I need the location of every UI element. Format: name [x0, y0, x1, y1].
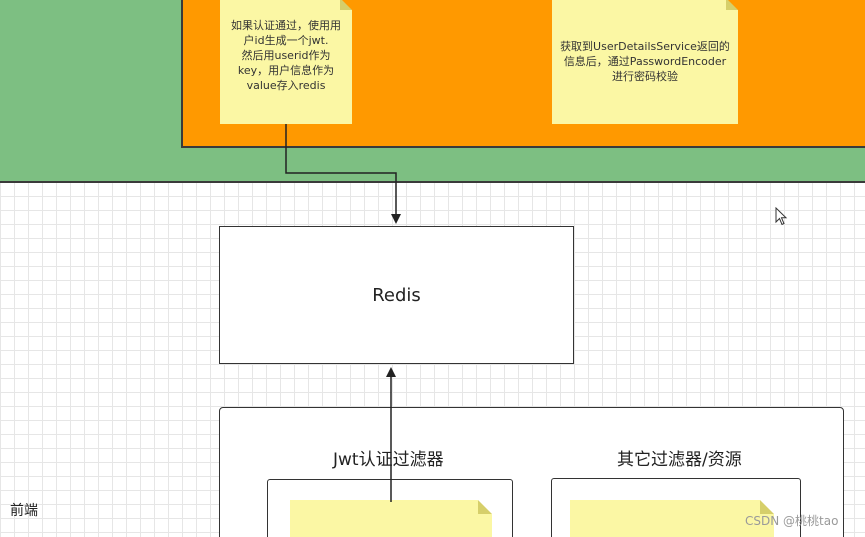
note-fold-corner — [478, 500, 492, 514]
redis-label: Redis — [372, 284, 421, 306]
note-jwt-redis-text: 如果认证通过，使用用 户id生成一个jwt. 然后用userid作为 key，用… — [231, 19, 341, 92]
frontend-label: 前端 — [10, 503, 38, 519]
note-password-check-text: 获取到UserDetailsService返回的 信息后，通过PasswordE… — [560, 39, 730, 83]
other-filters-note — [570, 500, 774, 537]
watermark: CSDN @桃桃tao — [745, 514, 839, 528]
mouse-pointer-icon — [775, 207, 788, 226]
note-jwt-redis: 如果认证通过，使用用 户id生成一个jwt. 然后用userid作为 key，用… — [220, 0, 352, 124]
note-fold-corner — [340, 0, 352, 10]
note-password-check: 获取到UserDetailsService返回的 信息后，通过PasswordE… — [552, 0, 738, 124]
jwt-filter-title: Jwt认证过滤器 — [333, 450, 444, 470]
note-fold-corner — [726, 0, 738, 10]
redis-box: Redis — [219, 226, 574, 364]
jwt-filter-note — [290, 500, 492, 537]
note-fold-corner — [760, 500, 774, 514]
other-filters-title: 其它过滤器/资源 — [617, 450, 742, 470]
